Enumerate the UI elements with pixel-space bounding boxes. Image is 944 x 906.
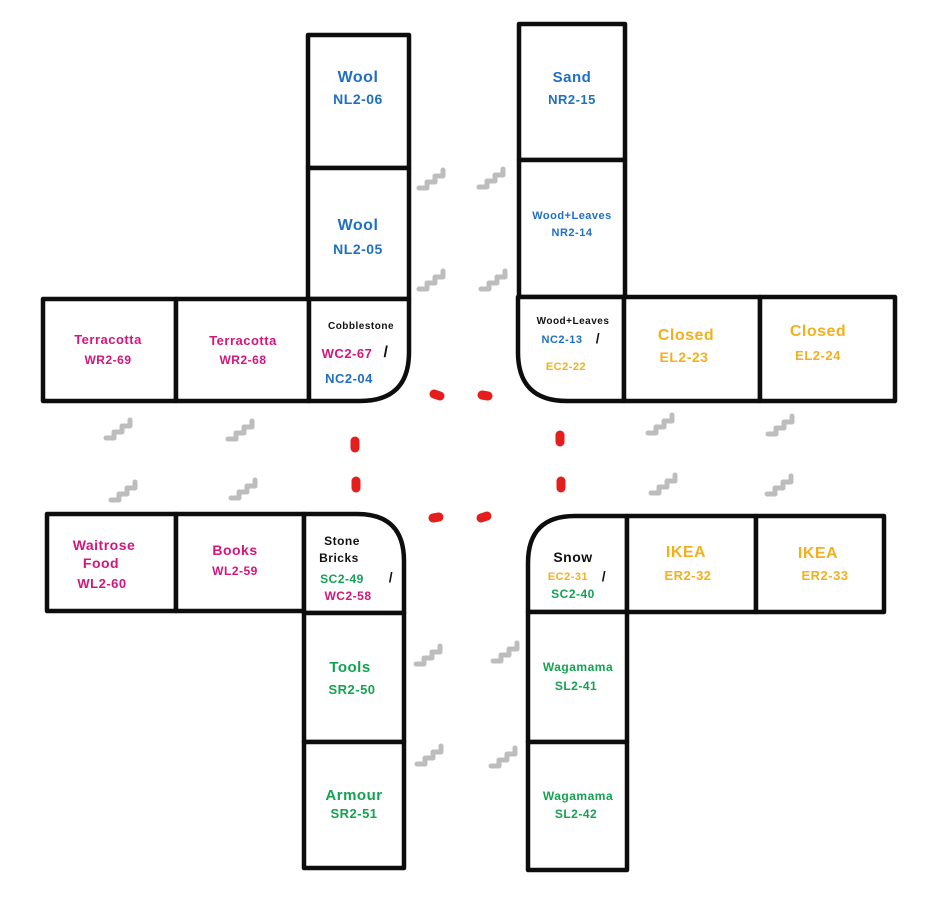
stair-squiggle-icon [645, 412, 675, 436]
unit-el2-24-code: EL2-24 [795, 348, 841, 363]
unit-sl2-42[interactable] [525, 739, 630, 873]
stair-squiggle-icon [478, 268, 508, 292]
corner-se-code-b: SC2-40 [551, 587, 595, 601]
corner-nw-separator: / [384, 344, 389, 361]
unit-corner-cobblestone[interactable] [306, 296, 412, 404]
stair-squiggle-icon [108, 479, 138, 503]
corner-sw-title-line2: Bricks [319, 551, 359, 565]
stair-squiggle-icon [228, 477, 258, 501]
unit-wr2-68-title: Terracotta [209, 333, 277, 348]
unit-nl2-06-code: NL2-06 [333, 91, 383, 107]
corner-ne-title: Wood+Leaves [537, 316, 610, 327]
corner-ne-code-a: NC2-13 [542, 334, 583, 346]
unit-sr2-51-code: SR2-51 [330, 806, 377, 821]
unit-nl2-05-title: Wool [338, 217, 379, 234]
unit-el2-23[interactable] [621, 294, 763, 404]
stair-squiggle-icon [490, 640, 520, 664]
unit-el2-24-title: Closed [790, 323, 846, 340]
stair-squiggle-icon [103, 417, 133, 441]
unit-sl2-41[interactable] [525, 609, 630, 745]
unit-corner-stone-bricks[interactable] [301, 511, 407, 616]
unit-sr2-50[interactable] [301, 610, 407, 745]
corner-se-title: Snow [553, 549, 592, 565]
unit-nr2-14-code: NR2-14 [552, 227, 593, 239]
unit-nl2-05-code: NL2-05 [333, 241, 383, 257]
unit-el2-24[interactable] [757, 294, 898, 404]
red-marker-dash [477, 390, 493, 401]
stair-squiggle-icon [648, 472, 678, 496]
unit-wr2-69-code: WR2-69 [84, 353, 131, 367]
corner-nw-title: Cobblestone [328, 321, 394, 332]
red-marker-dash [476, 511, 492, 523]
unit-nl2-06-title: Wool [338, 69, 379, 86]
unit-wl2-59-title: Books [212, 542, 257, 558]
unit-el2-23-title: Closed [658, 327, 714, 344]
unit-wr2-69-title: Terracotta [74, 332, 142, 347]
stair-squiggle-icon [488, 745, 518, 769]
stair-squiggle-icon [764, 473, 794, 497]
corner-ne-code-b: EC2-22 [546, 361, 586, 373]
unit-er2-33-code: ER2-33 [801, 568, 848, 583]
unit-sr2-50-code: SR2-50 [328, 682, 375, 697]
unit-er2-32[interactable] [624, 513, 759, 615]
red-marker-dash [428, 512, 444, 523]
unit-sr2-50-title: Tools [329, 659, 370, 676]
corner-se-code-a: EC2-31 [548, 571, 588, 583]
stair-squiggle-icon [416, 268, 446, 292]
corner-se-separator: / [602, 568, 606, 584]
unit-sl2-41-title: Wagamama [543, 660, 613, 674]
unit-er2-32-title: IKEA [666, 544, 706, 561]
unit-sl2-41-code: SL2-41 [555, 679, 597, 693]
stair-squiggle-icon [476, 166, 506, 190]
unit-el2-23-code: EL2-23 [660, 349, 709, 365]
unit-er2-33[interactable] [753, 513, 887, 615]
corner-sw-code-b: WC2-58 [324, 589, 371, 603]
unit-sr2-51-title: Armour [325, 787, 382, 804]
unit-wl2-60-title-line2: Food [83, 555, 119, 571]
unit-wr2-69[interactable] [40, 296, 179, 404]
unit-er2-32-code: ER2-32 [664, 568, 711, 583]
unit-corner-wood-leaves[interactable] [515, 294, 627, 404]
unit-wl2-59[interactable] [173, 511, 307, 614]
unit-nr2-14[interactable] [516, 157, 628, 300]
corner-ne-separator: / [596, 330, 600, 346]
unit-wl2-59-code: WL2-59 [212, 564, 258, 578]
unit-wl2-60[interactable] [44, 511, 179, 614]
unit-nr2-15-title: Sand [553, 69, 592, 86]
corner-nw-code-b: NC2-04 [325, 371, 373, 386]
unit-sr2-51[interactable] [301, 739, 407, 871]
unit-sl2-42-code: SL2-42 [555, 807, 597, 821]
unit-nr2-15-code: NR2-15 [548, 92, 596, 107]
corner-nw-code-a: WC2-67 [322, 346, 373, 361]
red-marker-dash [429, 389, 445, 401]
stair-squiggle-icon [414, 743, 444, 767]
stair-squiggle-icon [416, 167, 446, 191]
corner-sw-separator: / [389, 569, 393, 585]
corner-sw-title-line1: Stone [324, 534, 360, 548]
unit-wr2-68[interactable] [173, 296, 312, 404]
unit-er2-33-title: IKEA [798, 545, 838, 562]
stair-squiggle-icon [765, 413, 795, 437]
unit-sl2-42-title: Wagamama [543, 789, 613, 803]
corner-sw-code-a: SC2-49 [320, 572, 364, 586]
unit-wr2-68-code: WR2-68 [219, 353, 266, 367]
unit-wl2-60-title-line1: Waitrose [73, 537, 136, 553]
stair-squiggle-icon [225, 418, 255, 442]
unit-nr2-14-title: Wood+Leaves [532, 210, 612, 222]
unit-wl2-60-code: WL2-60 [77, 576, 126, 591]
stair-squiggle-icon [413, 643, 443, 667]
